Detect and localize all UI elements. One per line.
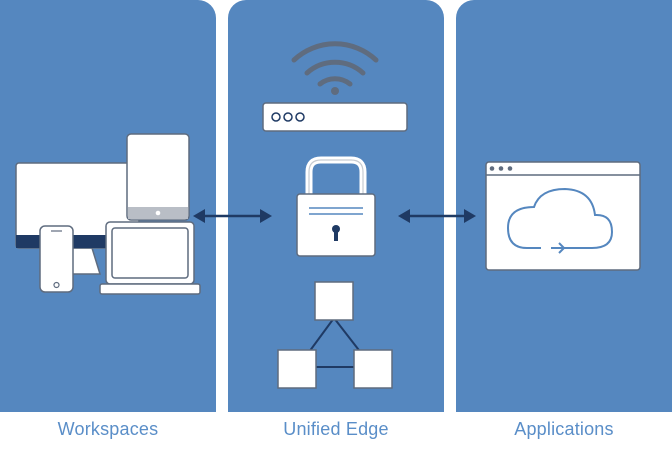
network-topology-icon — [277, 281, 393, 389]
cloud-icon — [506, 187, 614, 254]
right-bidirectional-arrow — [398, 209, 476, 223]
laptop-icon — [99, 221, 201, 295]
devices-group — [15, 133, 201, 295]
left-bidirectional-arrow — [193, 209, 272, 223]
workspaces-label: Workspaces — [57, 419, 159, 439]
browser-window-icon — [485, 161, 641, 271]
router-icon — [262, 102, 408, 132]
smartphone-icon — [39, 225, 74, 293]
unified-edge-label: Unified Edge — [283, 419, 389, 439]
applications-label: Applications — [514, 419, 614, 439]
wifi-icon — [291, 41, 379, 95]
tablet-icon — [126, 133, 190, 221]
padlock-icon — [296, 156, 376, 257]
